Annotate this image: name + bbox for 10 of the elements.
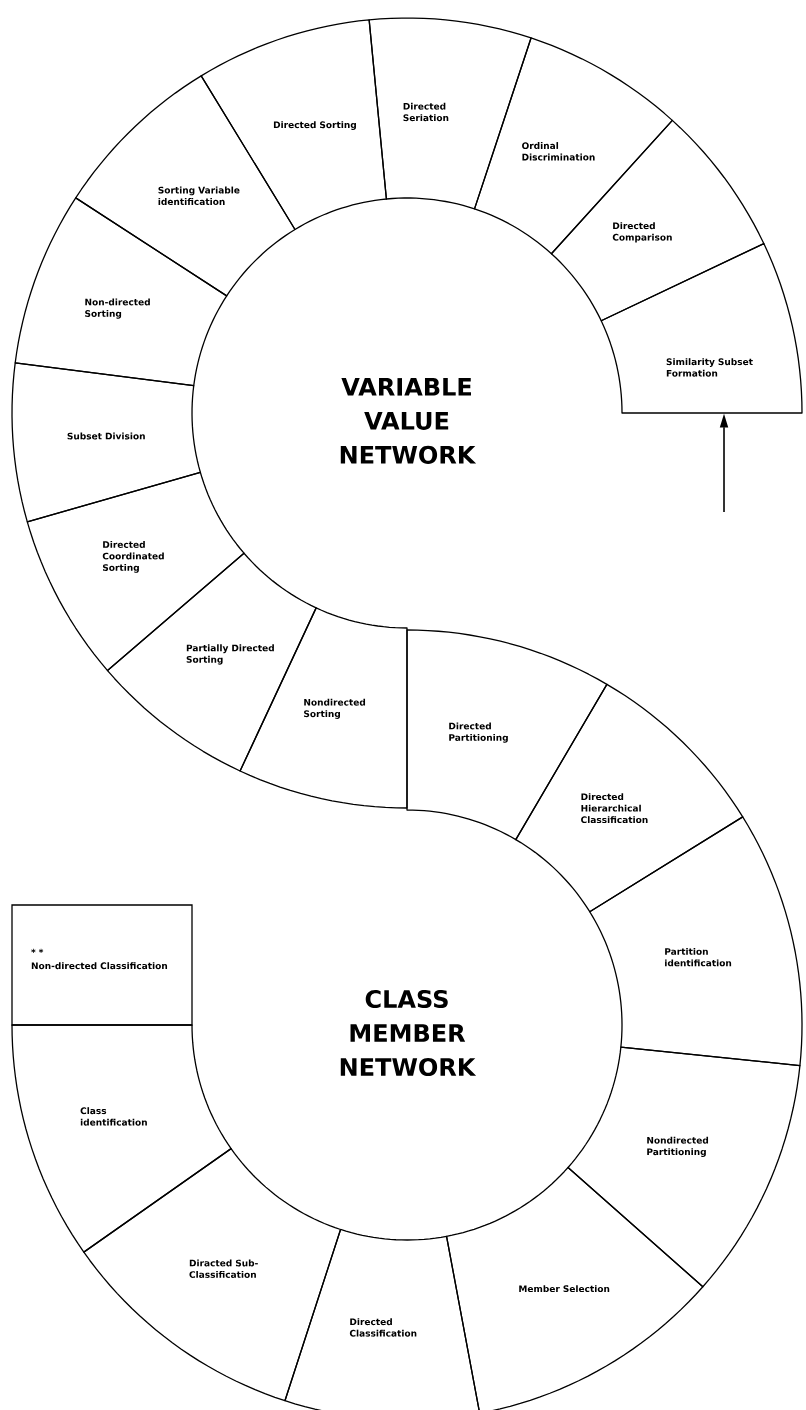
labeled-box: * * Non-directed Classification xyxy=(11,904,193,1026)
ring-segment: Diracted Sub-Classification xyxy=(83,1148,342,1402)
ring-segment: Member Selection xyxy=(445,1166,704,1410)
ring-segment: Directed Hierarchical Classification xyxy=(515,683,744,913)
ring-segment: Class identification xyxy=(11,1024,232,1253)
ring-segment: Directed Classification xyxy=(284,1228,481,1410)
ring-segment: Subset Division xyxy=(11,362,201,523)
ring-segment: Similarity Subset Formation xyxy=(600,242,803,414)
center-title: CLASS MEMBER NETWORK xyxy=(340,989,477,1077)
center-title: VARIABLE VALUE NETWORK xyxy=(340,378,477,464)
